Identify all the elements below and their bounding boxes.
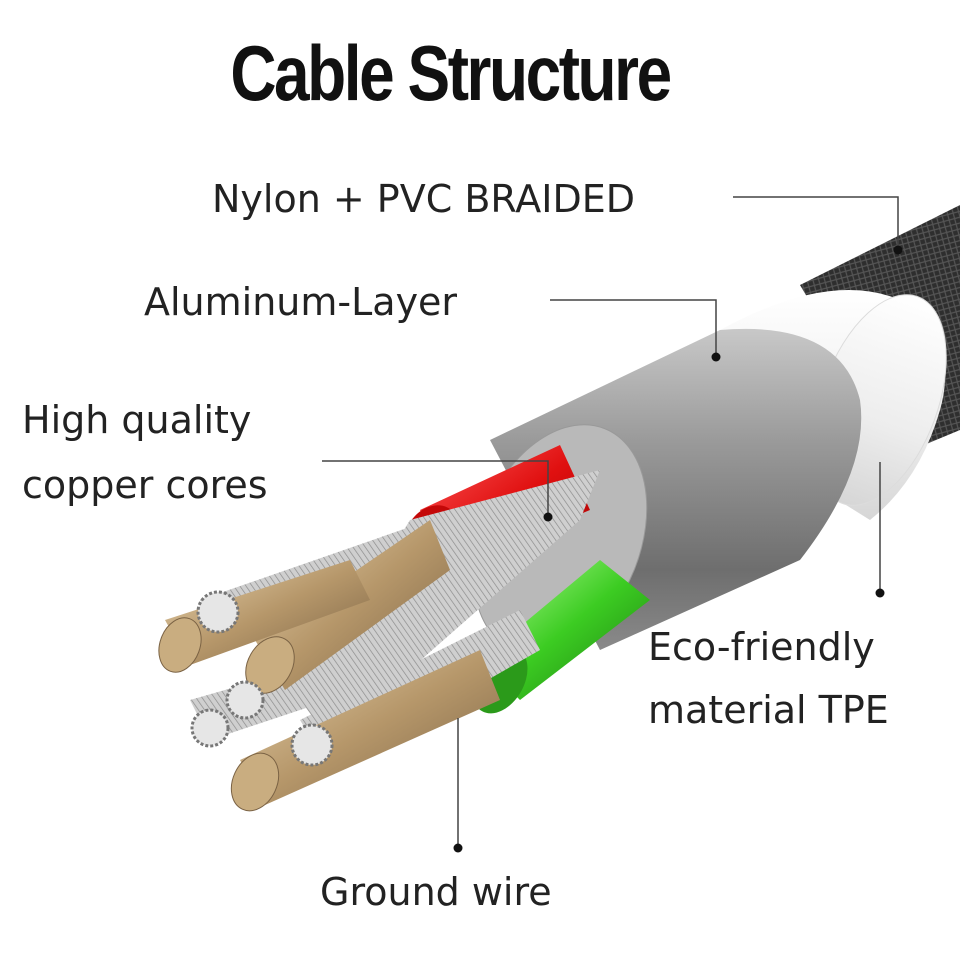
label-tpe: Eco-friendly material TPE — [648, 616, 889, 741]
copper-conductor-lower-end — [230, 752, 280, 812]
label-copper-line2: copper cores — [22, 463, 268, 508]
label-copper-cores: High quality copper cores — [22, 388, 268, 519]
leader-braid — [733, 196, 899, 248]
dot-copper — [543, 512, 553, 522]
label-braid: Nylon + PVC BRAIDED — [212, 177, 635, 221]
copper-conductor-left — [165, 560, 370, 665]
strand-end-3 — [190, 708, 230, 748]
strand-end-1 — [196, 590, 240, 634]
leader-lines — [322, 196, 899, 848]
diagram-title: Cable Structure — [230, 29, 672, 117]
dot-aluminum — [711, 352, 721, 362]
leader-aluminum — [550, 299, 717, 355]
dot-braid — [893, 245, 903, 255]
copper-conductor-lower — [240, 650, 500, 805]
leader-copper — [322, 460, 549, 515]
strand-end-2 — [225, 680, 265, 720]
label-copper-line1: High quality — [22, 398, 252, 442]
dot-ground — [453, 843, 463, 853]
copper-conductor-left-end — [158, 617, 202, 673]
strand-end-4 — [290, 723, 334, 767]
label-aluminum-layer: Aluminum-Layer — [144, 280, 458, 324]
label-tpe-line1: Eco-friendly — [648, 625, 875, 669]
label-ground-wire: Ground wire — [320, 870, 552, 914]
leader-dots — [453, 245, 903, 853]
label-tpe-line2: material TPE — [648, 687, 889, 732]
dot-tpe — [875, 588, 885, 598]
